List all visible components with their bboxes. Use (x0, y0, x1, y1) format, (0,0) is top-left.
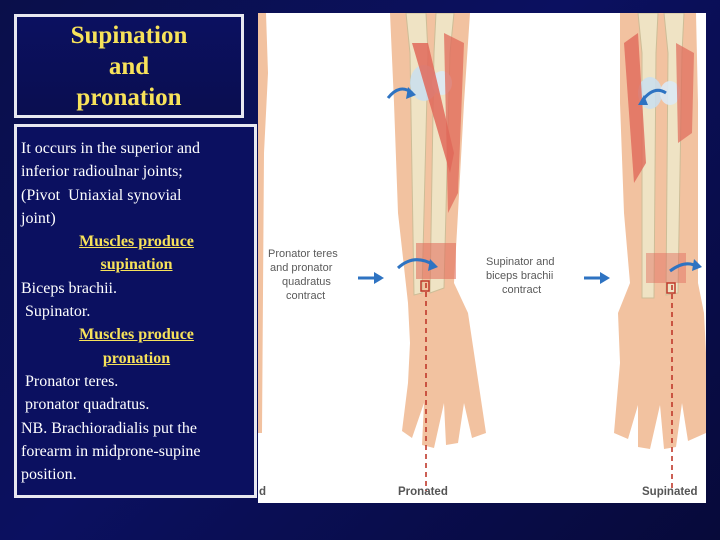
pronator-label-line: quadratus (282, 276, 331, 288)
body-text-line: forearm in midprone-supine (21, 442, 201, 460)
pronated-caption: Pronated (398, 486, 448, 498)
body-text-line: inferior radioulnar joints; (21, 163, 183, 181)
anatomy-figure: Pronator teres and pronator quadratus co… (258, 13, 706, 503)
slide-title: Supination and pronation (70, 21, 188, 111)
pronator-label-line: Pronator teres (268, 248, 338, 260)
body-heading-line: pronation (102, 349, 171, 367)
pronator-label-line: and pronator (270, 262, 333, 274)
left-arrow-head (374, 272, 384, 284)
forearm-illustration: Pronator teres and pronator quadratus co… (258, 13, 706, 498)
body-text-line: position. (21, 466, 77, 484)
supinated-caption: Supinated (642, 486, 698, 498)
body-text-line: NB. Brachioradialis put the (21, 419, 197, 437)
right-arrow-head (600, 272, 610, 284)
supinated-forearm (614, 13, 706, 491)
slide-body-box: It occurs in the superior and inferior ra… (14, 124, 257, 498)
supinator-label-line: contract (502, 284, 541, 296)
body-text-line: It occurs in the superior and (21, 140, 201, 157)
supinator-label: Supinator and biceps brachii contract (486, 256, 558, 296)
cropped-caption-fragment: d (259, 486, 266, 498)
body-heading-line: Muscles produce (79, 326, 194, 344)
body-text-line: Supinator. (21, 303, 91, 321)
body-text-line: joint) (21, 209, 56, 227)
body-text-line: Biceps brachii. (21, 279, 117, 297)
body-text-line: Pronator teres. (21, 372, 119, 390)
body-text-line: (Pivot Uniaxial synovial (21, 186, 182, 204)
supinator-label-line: Supinator and (486, 256, 555, 268)
supinator-label-line: biceps brachii (486, 270, 553, 282)
pronated-forearm (386, 13, 486, 491)
body-heading-line: Muscles produce (79, 233, 194, 251)
body-heading-line: supination (100, 256, 173, 274)
cropped-arm-edge (258, 13, 268, 433)
slide-body: It occurs in the superior and inferior ra… (21, 137, 252, 486)
pronator-label-line: contract (286, 290, 325, 302)
body-text-line: pronator quadratus. (21, 396, 150, 414)
pronator-label: Pronator teres and pronator quadratus co… (268, 248, 341, 302)
slide-title-box: Supination and pronation (14, 14, 244, 118)
